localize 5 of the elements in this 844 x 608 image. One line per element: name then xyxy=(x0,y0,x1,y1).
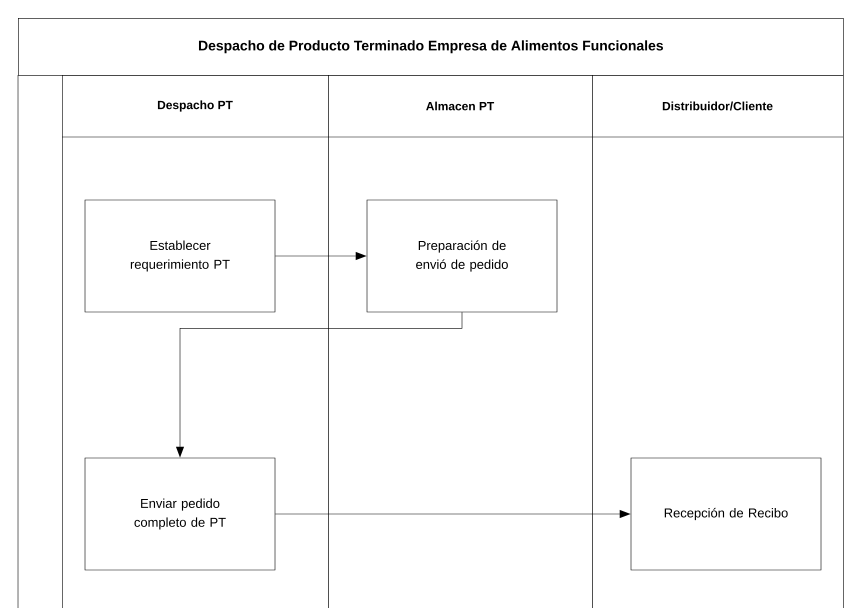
process-box: Recepción de Recibo xyxy=(630,458,822,570)
process-box: Enviar pedido completo de PT xyxy=(84,458,276,570)
process-box: Preparación de envió de pedido xyxy=(366,200,558,312)
title-band: Despacho de Producto Terminado Empresa de Alimentos Funcionales xyxy=(18,18,844,76)
process-box: Establecer requerimiento PT xyxy=(84,200,276,312)
